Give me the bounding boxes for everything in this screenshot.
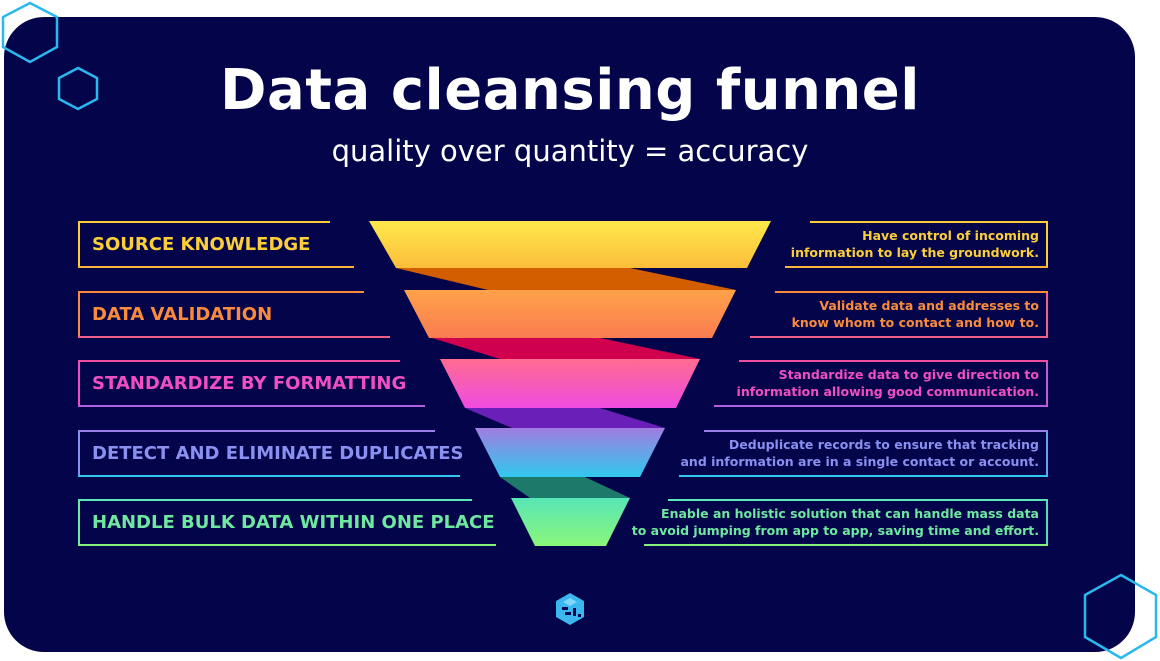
stage-label: SOURCE KNOWLEDGE xyxy=(92,234,311,255)
stage-label-box: DETECT AND ELIMINATE DUPLICATES xyxy=(78,430,463,477)
page-subtitle: quality over quantity = accuracy xyxy=(331,134,809,168)
stage-description-line: know whom to contact and how to. xyxy=(791,315,1039,330)
funnel-connector xyxy=(465,408,665,428)
stage-label: DATA VALIDATION xyxy=(92,304,273,325)
stage-description-box: Standardize data to give direction to inf… xyxy=(714,360,1048,407)
stage-description-box: Enable an holistic solution that can han… xyxy=(632,499,1048,546)
funnel-connector xyxy=(500,477,630,498)
hexagon-decoration-icon xyxy=(1,1,59,64)
stage-label: DETECT AND ELIMINATE DUPLICATES xyxy=(92,443,464,464)
hexagon-decoration-icon xyxy=(57,66,99,111)
funnel-connector xyxy=(396,268,736,290)
funnel-stage-1 xyxy=(369,221,771,268)
stage-label-box: HANDLE BULK DATA WITHIN ONE PLACE xyxy=(78,499,496,546)
funnel-connector xyxy=(432,338,700,359)
funnel-stage-3 xyxy=(440,359,700,408)
page-title: Data cleansing funnel xyxy=(220,58,920,123)
stage-description-line: Standardize data to give direction to xyxy=(778,367,1039,382)
stage-description-line: Validate data and addresses to xyxy=(819,298,1039,313)
stage-description-line: Enable an holistic solution that can han… xyxy=(661,506,1039,521)
stage-description-line: and information are in a single contact … xyxy=(680,454,1039,469)
stage-label-box: DATA VALIDATION xyxy=(78,291,390,338)
stage-label: HANDLE BULK DATA WITHIN ONE PLACE xyxy=(92,512,495,533)
stage-description-box: Validate data and addresses to know whom … xyxy=(750,291,1048,338)
stage-description-line: information to lay the groundwork. xyxy=(790,245,1039,260)
stage-description-box: Deduplicate records to ensure that track… xyxy=(679,430,1048,477)
hexagon-decoration-icon xyxy=(1083,573,1158,660)
funnel-stage-5 xyxy=(511,498,630,546)
stage-label: STANDARDIZE BY FORMATTING xyxy=(92,373,407,394)
stage-label-box: SOURCE KNOWLEDGE xyxy=(78,221,354,268)
funnel-stage-4 xyxy=(475,428,665,477)
stage-description-line: information allowing good communication. xyxy=(736,384,1039,399)
stage-label-box: STANDARDIZE BY FORMATTING xyxy=(78,360,425,407)
stage-description-line: to avoid jumping from app to app, saving… xyxy=(631,523,1039,538)
stage-description-line: Have control of incoming xyxy=(862,228,1039,243)
stage-description-box: Have control of incoming information to l… xyxy=(785,221,1048,268)
brand-logo-icon xyxy=(556,593,584,625)
funnel-stage-2 xyxy=(404,290,736,338)
stage-description-line: Deduplicate records to ensure that track… xyxy=(728,437,1039,452)
